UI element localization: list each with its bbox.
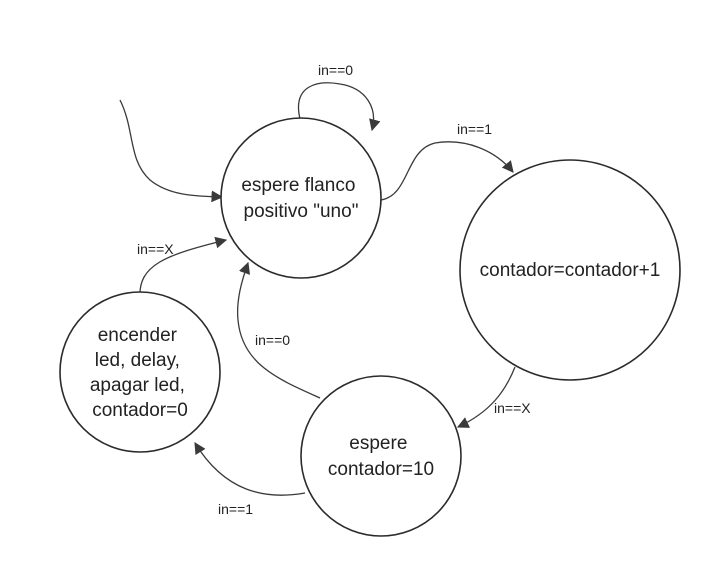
self-loop-arrow [297, 82, 381, 132]
state-increment: contador=contador+1 [459, 159, 681, 381]
label-led-to-wait-edge: in==X [137, 241, 174, 257]
label-to-increment: in==1 [457, 121, 492, 137]
state-wait-count-line1: espere [349, 433, 407, 454]
state-led-action-line2: led, delay, [95, 350, 180, 371]
state-led-action-line3: apagar led, [90, 375, 185, 396]
state-increment-line1: contador=contador+1 [480, 260, 661, 281]
edge-led-to-wait-edge [139, 236, 228, 299]
label-self-loop: in==0 [318, 62, 353, 78]
label-wait-count-to-led: in==1 [218, 501, 253, 517]
edge-increment-to-wait-count [456, 366, 516, 428]
svg-text:espere contador=10: espere contador=10 [328, 433, 434, 480]
svg-text:contador=contador+1: contador=contador+1 [480, 260, 661, 281]
edge-wait-count-back-to-wait-edge [236, 261, 321, 399]
state-wait-edge: espere flanco positivo "uno" [220, 117, 382, 279]
initial-transition-arrow [119, 99, 224, 203]
state-led-action-line4: contador=0 [92, 400, 188, 421]
state-led-action: encender led, delay, apagar led, contado… [59, 291, 221, 453]
edge-to-increment [380, 141, 514, 201]
state-wait-count-line2: contador=10 [328, 459, 434, 480]
state-wait-count: espere contador=10 [300, 375, 462, 537]
state-led-action-line1: encender [98, 325, 178, 346]
svg-text:encender led, delay,: encender led, delay, apagar led, contado… [90, 325, 190, 421]
state-wait-edge-line1: espere flanco [241, 175, 355, 196]
svg-text:espere flanco positivo ": espere flanco positivo "uno" [241, 175, 360, 222]
label-increment-to-wait-count: in==X [494, 400, 531, 416]
edge-wait-count-to-led [194, 442, 306, 496]
state-wait-edge-line2: positivo "uno" [244, 201, 359, 222]
label-wait-count-back: in==0 [255, 332, 290, 348]
